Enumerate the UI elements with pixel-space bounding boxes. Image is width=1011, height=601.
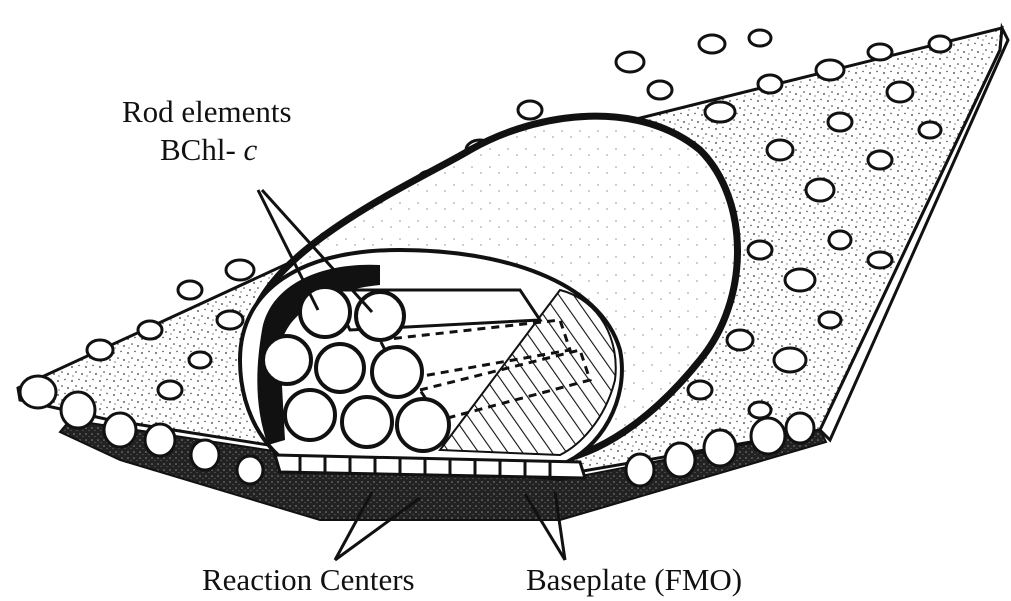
rod-element — [372, 347, 422, 397]
label-rod-elements: Rod elements — [122, 96, 292, 127]
rod-element — [263, 336, 311, 384]
rod-element — [300, 287, 350, 337]
label-baseplate: Baseplate (FMO) — [526, 564, 742, 595]
rod-element — [316, 344, 364, 392]
label-bchl-suffix: c — [244, 132, 258, 167]
rod-element — [285, 390, 335, 440]
rod-element — [397, 399, 449, 451]
rod-element — [356, 292, 404, 340]
label-reaction-centers: Reaction Centers — [202, 564, 415, 595]
label-bchl-prefix: BChl- — [160, 132, 244, 167]
label-bchl: BChl- c — [160, 134, 257, 165]
rod-element — [342, 397, 392, 447]
